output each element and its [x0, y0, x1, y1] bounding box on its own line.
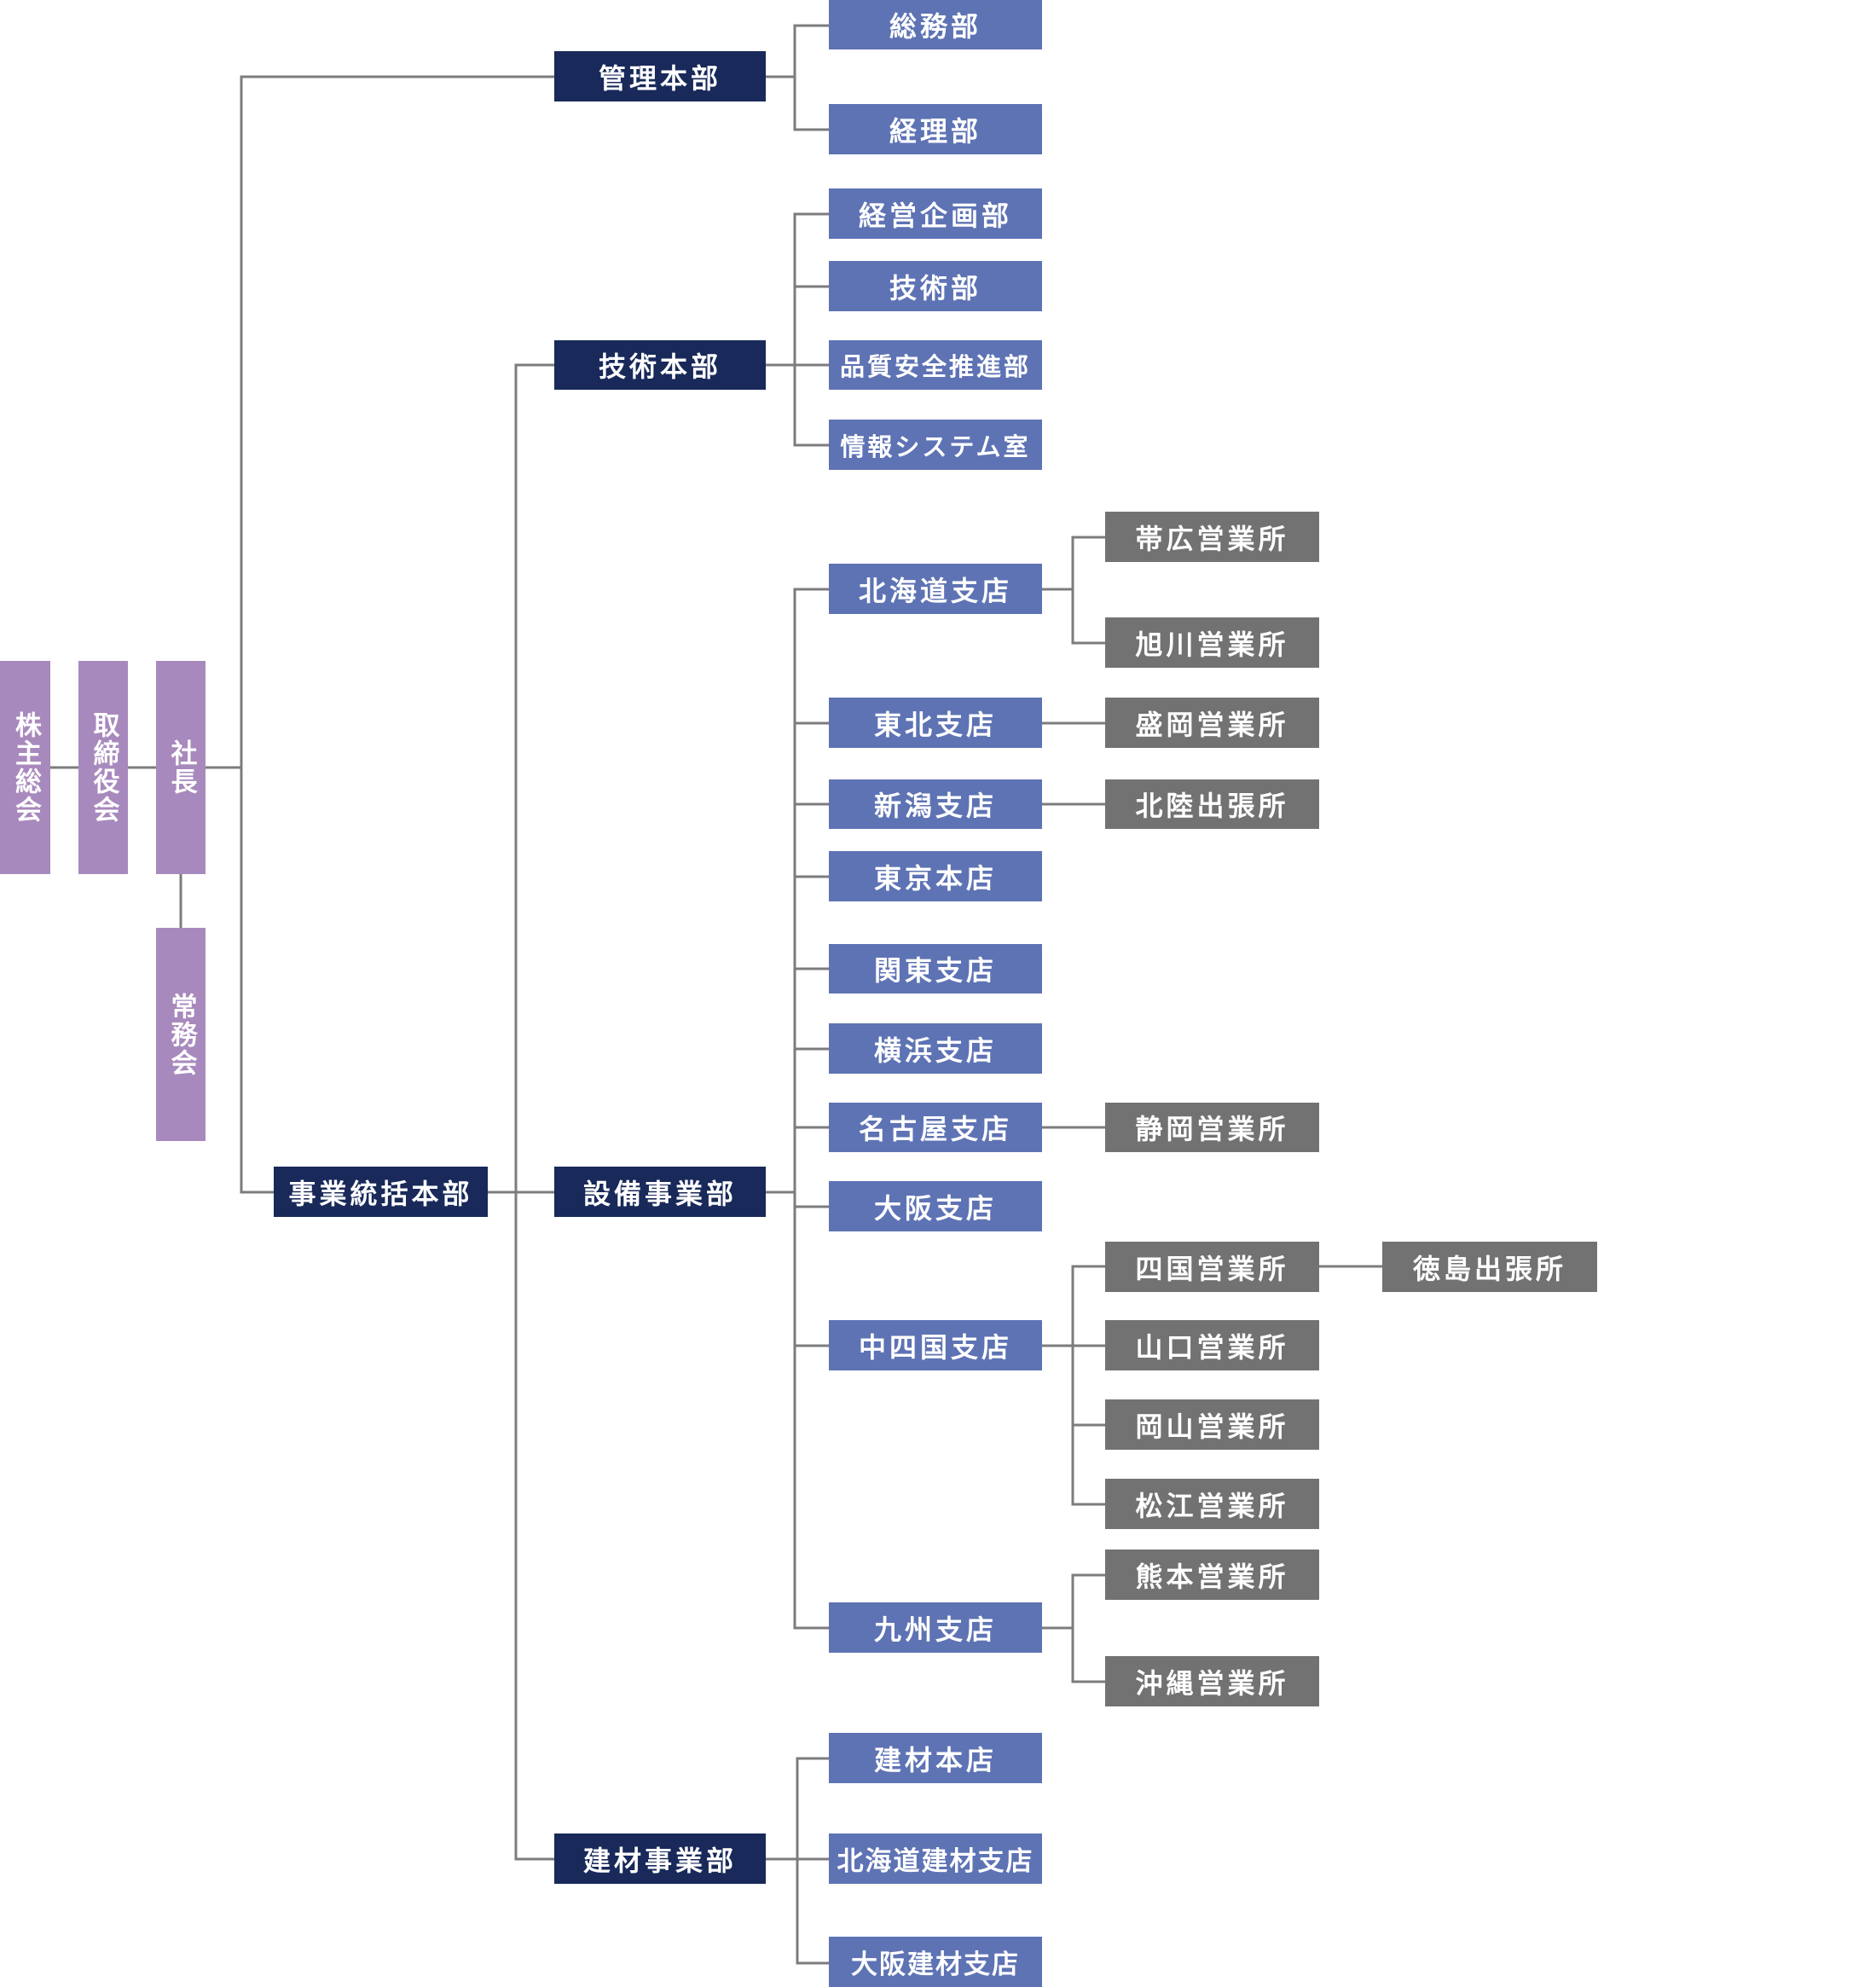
shikoku-office-box: 四国営業所: [1105, 1242, 1319, 1292]
facilities-division-box: 設備事業部: [554, 1167, 766, 1217]
tech-hq-box: 技術本部: [554, 340, 766, 390]
kanto-branch-box: 関東支店: [829, 944, 1042, 994]
admin-hq-box: 管理本部: [554, 51, 766, 101]
asahikawa-office-box: 旭川営業所: [1105, 617, 1319, 668]
yokohama-branch-box: 横浜支店: [829, 1023, 1042, 1074]
tohoku-branch-box: 東北支店: [829, 698, 1042, 748]
president-label: 社長: [165, 739, 197, 796]
okinawa-office-box: 沖縄営業所: [1105, 1656, 1319, 1706]
okayama-office-box: 岡山営業所: [1105, 1399, 1319, 1450]
quality-safety-box: 品質安全推進部: [829, 340, 1042, 390]
executive-committee-label: 常務会: [165, 992, 197, 1077]
accounting-box: 経理部: [829, 104, 1042, 154]
matsue-office-box: 松江営業所: [1105, 1479, 1319, 1529]
kyushu-branch-box: 九州支店: [829, 1602, 1042, 1653]
tokushima-office-box: 徳島出張所: [1382, 1242, 1597, 1292]
morioka-office-box: 盛岡営業所: [1105, 698, 1319, 748]
yamaguchi-office-box: 山口営業所: [1105, 1320, 1319, 1370]
board-label: 取締役会: [88, 711, 119, 824]
obihiro-office-box: 帯広営業所: [1105, 512, 1319, 562]
chushikoku-branch-box: 中四国支店: [829, 1320, 1042, 1370]
planning-box: 経営企画部: [829, 188, 1042, 239]
shareholders-meeting-box: 株主総会: [0, 661, 50, 874]
shizuoka-office-box: 静岡営業所: [1105, 1103, 1319, 1152]
kumamoto-office-box: 熊本営業所: [1105, 1550, 1319, 1600]
osaka-materials-branch-box: 大阪建材支店: [829, 1937, 1042, 1987]
tokyo-main-branch-box: 東京本店: [829, 851, 1042, 901]
business-hq-box: 事業統括本部: [274, 1167, 488, 1217]
president-box: 社長: [156, 661, 206, 874]
engineering-box: 技術部: [829, 261, 1042, 311]
hokkaido-materials-branch-box: 北海道建材支店: [829, 1833, 1042, 1884]
hokuriku-office-box: 北陸出張所: [1105, 779, 1319, 829]
niigata-branch-box: 新潟支店: [829, 779, 1042, 829]
executive-committee-box: 常務会: [156, 928, 206, 1141]
nagoya-branch-box: 名古屋支店: [829, 1103, 1042, 1152]
info-systems-box: 情報システム室: [829, 420, 1042, 470]
materials-division-box: 建材事業部: [554, 1833, 766, 1884]
shareholders-label: 株主総会: [10, 711, 41, 824]
materials-main-branch-box: 建材本店: [829, 1733, 1042, 1783]
general-affairs-box: 総務部: [829, 0, 1042, 49]
osaka-branch-box: 大阪支店: [829, 1181, 1042, 1231]
hokkaido-branch-box: 北海道支店: [829, 564, 1042, 614]
board-of-directors-box: 取締役会: [78, 661, 128, 874]
